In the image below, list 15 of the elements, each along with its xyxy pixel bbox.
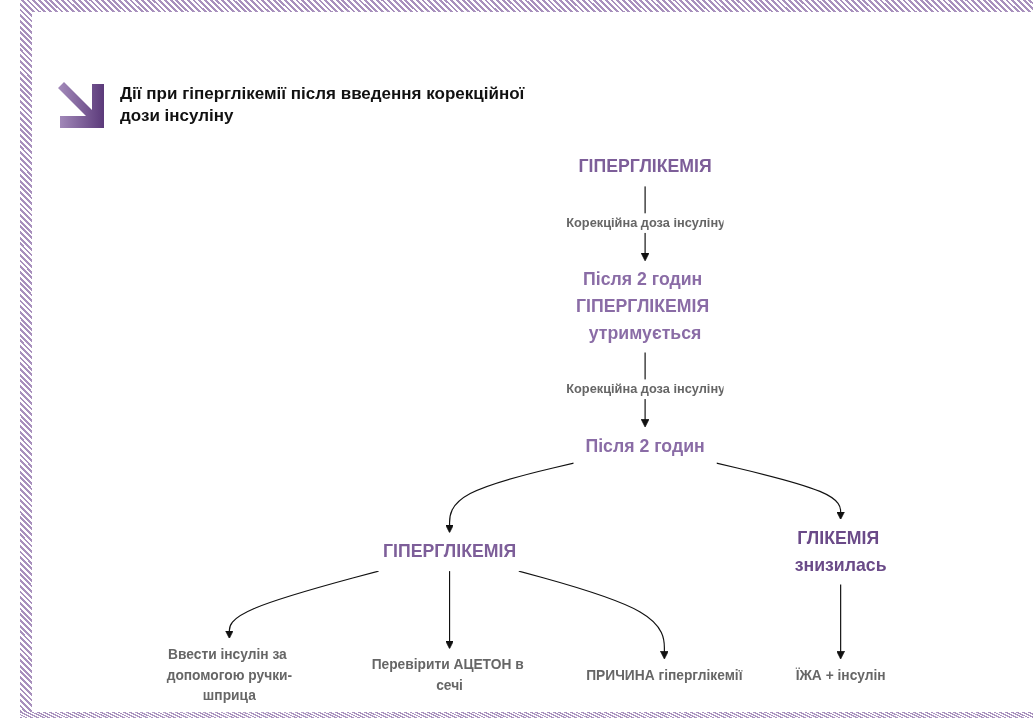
arrow [445,570,454,650]
diagram-title: Дії при гіперглікемії після введення корекційної дози інсуліну [120,82,526,127]
arrow [715,462,845,520]
node-text: Перевірити АЦЕТОН в сечі [371,656,524,693]
arrow [445,462,575,534]
arrow [836,583,845,660]
node-text: ПРИЧИНА гіперглікемії [586,666,743,683]
node-text: Після 2 годин ГІПЕРГЛІКЕМІЯ утримується [576,269,710,343]
arrow [518,570,669,660]
arrow [225,570,380,639]
node-text: ГІПЕРГЛІКЕМІЯ [382,541,517,562]
node-text: Після 2 годин [585,435,705,456]
node-text: ЇЖА + інсулін [795,666,886,683]
node-text: ГЛІКЕМІЯ знизилась [794,528,887,575]
node-text: ГІПЕРГЛІКЕМІЯ [578,156,712,177]
